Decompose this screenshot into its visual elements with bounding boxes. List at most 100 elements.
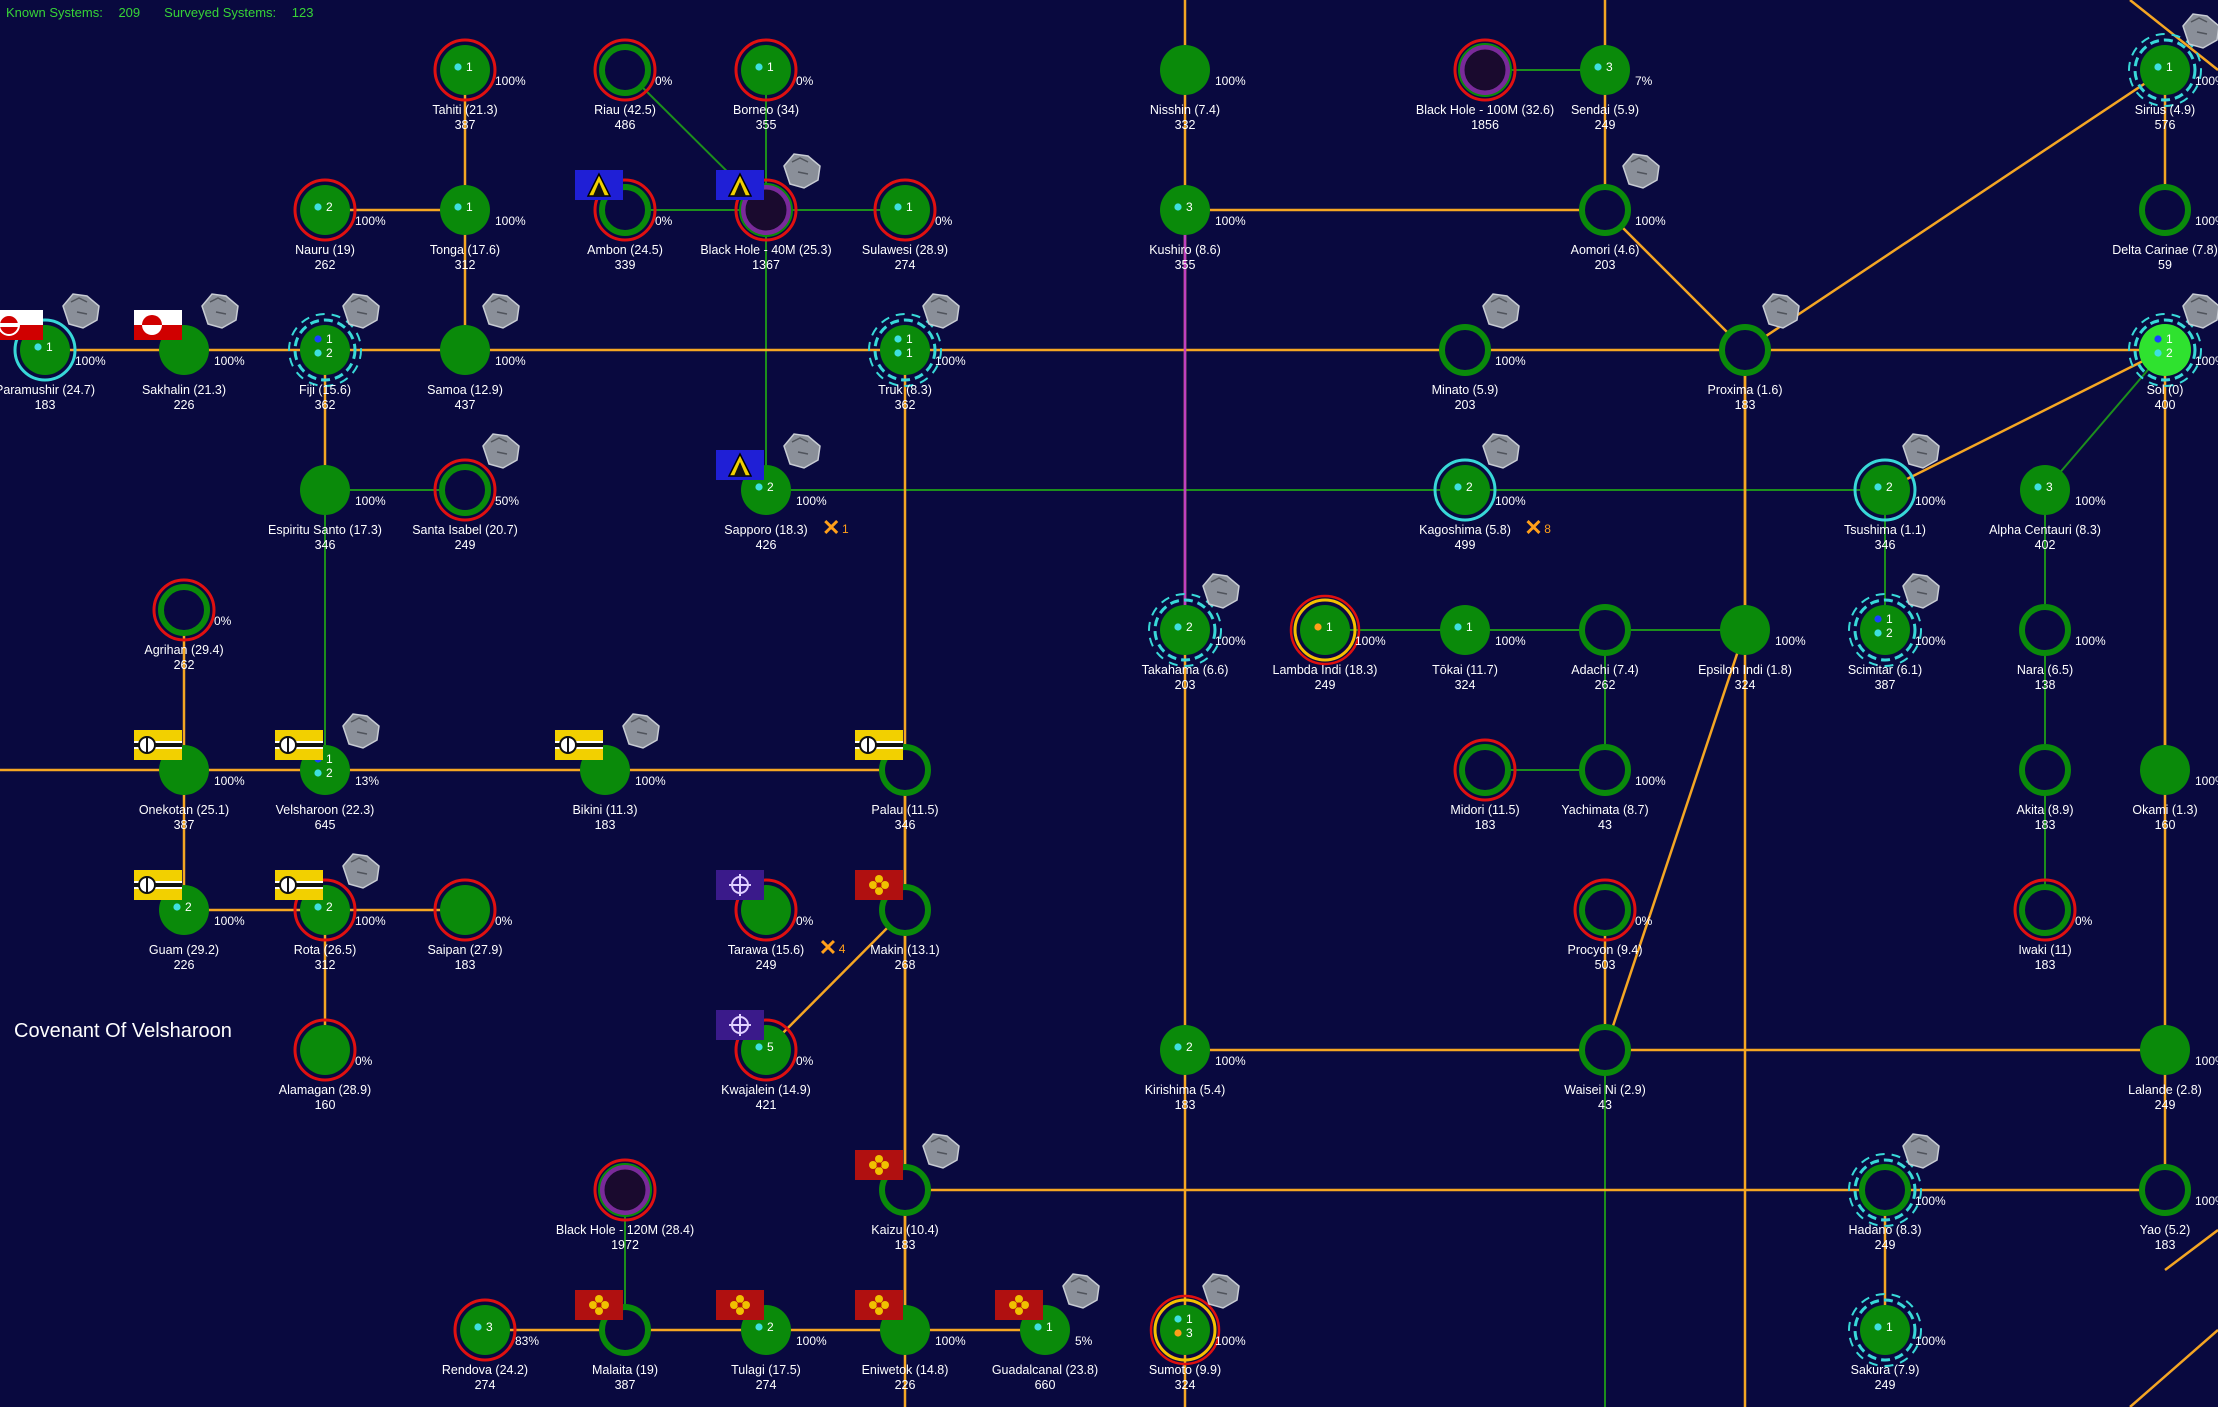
system-alamagan[interactable]: 0%Alamagan (28.9)160 bbox=[279, 1018, 373, 1112]
system-lalande[interactable]: 100%Lalande (2.8)249 bbox=[2128, 1025, 2218, 1112]
empire-flag[interactable] bbox=[716, 1290, 764, 1320]
system-ambon[interactable]: 0%Ambon (24.5)339 bbox=[575, 170, 673, 272]
system-agrihan[interactable]: 0%Agrihan (29.4)262 bbox=[144, 578, 232, 672]
empire-flag[interactable] bbox=[275, 870, 323, 900]
survey-percent: 100% bbox=[2195, 1194, 2218, 1208]
survey-percent: 100% bbox=[214, 354, 245, 368]
empire-flag[interactable] bbox=[716, 170, 764, 200]
system-name: Bikini (11.3) bbox=[572, 803, 637, 817]
system-makin[interactable]: Makin (13.1)268 bbox=[855, 870, 940, 972]
system-nara[interactable]: 100%Nara (6.5)138 bbox=[2017, 604, 2106, 692]
system-iwaki[interactable]: 0%Iwaki (11)183 bbox=[2013, 878, 2093, 972]
system-palau[interactable]: Palau (11.5)346 bbox=[855, 730, 939, 832]
system-hadano[interactable]: 100%Hadano (8.3)249 bbox=[1848, 1133, 1947, 1252]
system-population: 249 bbox=[1315, 678, 1336, 692]
system-sakhalin[interactable]: 100%Sakhalin (21.3)226 bbox=[134, 293, 245, 412]
empire-flag[interactable] bbox=[555, 730, 603, 760]
system-okami[interactable]: 100%Okami (1.3)160 bbox=[2132, 745, 2218, 832]
system-midori[interactable]: Midori (11.5)183 bbox=[1450, 738, 1520, 832]
system-sendai[interactable]: 37%Sendai (5.9)249 bbox=[1571, 45, 1653, 132]
system-name: Sendai (5.9) bbox=[1571, 103, 1639, 117]
system-waiseini[interactable]: Waisei Ni (2.9)43 bbox=[1564, 1024, 1646, 1112]
system-eniwetok[interactable]: 100%Eniwetok (14.8)226 bbox=[855, 1290, 966, 1392]
system-rendova[interactable]: 383%Rendova (24.2)274 bbox=[442, 1298, 539, 1392]
empire-flag[interactable] bbox=[134, 310, 182, 340]
system-star bbox=[300, 185, 350, 235]
system-aomori[interactable]: 100%Aomori (4.6)203 bbox=[1571, 153, 1666, 272]
system-espiritu[interactable]: 100%Espiritu Santo (17.3)346 bbox=[268, 465, 386, 552]
system-onekotan[interactable]: 100%Onekotan (25.1)387 bbox=[134, 730, 245, 832]
empire-flag[interactable] bbox=[134, 730, 182, 760]
system-borneo[interactable]: 10%Borneo (34)355 bbox=[733, 38, 814, 132]
system-name: Kushiro (8.6) bbox=[1149, 243, 1221, 257]
empire-flag[interactable] bbox=[134, 870, 182, 900]
system-bh120[interactable]: Black Hole - 120M (28.4)1972 bbox=[556, 1158, 694, 1252]
system-saipan[interactable]: 0%Saipan (27.9)183 bbox=[427, 878, 513, 972]
empire-flag[interactable] bbox=[275, 730, 323, 760]
system-tarawa[interactable]: 0%Tarawa (15.6)249✕4 bbox=[716, 870, 846, 972]
empire-flag[interactable] bbox=[855, 730, 903, 760]
system-proxima[interactable]: Proxima (1.6)183 bbox=[1707, 293, 1800, 412]
system-yachimata[interactable]: 100%Yachimata (8.7)43 bbox=[1561, 744, 1666, 832]
system-sulawesi[interactable]: 10%Sulawesi (28.9)274 bbox=[862, 178, 953, 272]
system-population: 355 bbox=[1175, 258, 1196, 272]
system-procyon[interactable]: 0%Procyon (9.4)503 bbox=[1567, 878, 1653, 972]
empire-flag[interactable] bbox=[716, 1010, 764, 1040]
system-kwajalein[interactable]: 50%Kwajalein (14.9)421 bbox=[716, 1010, 814, 1112]
fleet-count: 1 bbox=[767, 60, 774, 74]
system-kaizu[interactable]: Kaizu (10.4)183 bbox=[855, 1133, 960, 1252]
empire-flag[interactable] bbox=[716, 450, 764, 480]
system-epsilonindi[interactable]: 100%Epsilon Indi (1.8)324 bbox=[1698, 605, 1806, 692]
system-name: Eniwetok (14.8) bbox=[862, 1363, 949, 1377]
system-bikini[interactable]: 100%Bikini (11.3)183 bbox=[555, 713, 666, 832]
system-bh40[interactable]: Black Hole - 40M (25.3)1367 bbox=[700, 153, 832, 272]
system-riau[interactable]: 0%Riau (42.5)486 bbox=[593, 38, 673, 132]
system-nisshin[interactable]: 100%Nisshin (7.4)332 bbox=[1150, 45, 1246, 132]
empire-flag[interactable] bbox=[855, 1290, 903, 1320]
empire-flag[interactable] bbox=[855, 1150, 903, 1180]
system-guadalcanal[interactable]: 15%Guadalcanal (23.8)660 bbox=[992, 1273, 1100, 1392]
system-minato[interactable]: 100%Minato (5.9)203 bbox=[1432, 293, 1526, 412]
system-population: 262 bbox=[315, 258, 336, 272]
system-akita[interactable]: Akita (8.9)183 bbox=[2017, 744, 2074, 832]
system-adachi[interactable]: Adachi (7.4)262 bbox=[1571, 604, 1639, 692]
empire-flag[interactable] bbox=[575, 1290, 623, 1320]
system-santaisabel[interactable]: 50%Santa Isabel (20.7)249 bbox=[412, 433, 520, 552]
system-bh100[interactable]: Black Hole - 100M (32.6)1856 bbox=[1416, 38, 1554, 132]
empire-flag[interactable] bbox=[716, 870, 764, 900]
system-deltacarinae[interactable]: 100%Delta Carinae (7.8)59 bbox=[2112, 184, 2218, 272]
empire-flag[interactable] bbox=[575, 170, 623, 200]
system-malaita[interactable]: Malaita (19)387 bbox=[575, 1290, 658, 1392]
system-yao[interactable]: 100%Yao (5.2)183 bbox=[2139, 1164, 2218, 1252]
system-samoa[interactable]: 100%Samoa (12.9)437 bbox=[427, 293, 526, 412]
empire-flag[interactable] bbox=[855, 870, 903, 900]
asteroid-icon bbox=[1482, 293, 1520, 329]
empire-flag[interactable] bbox=[995, 1290, 1043, 1320]
empire-flag[interactable] bbox=[0, 310, 43, 340]
